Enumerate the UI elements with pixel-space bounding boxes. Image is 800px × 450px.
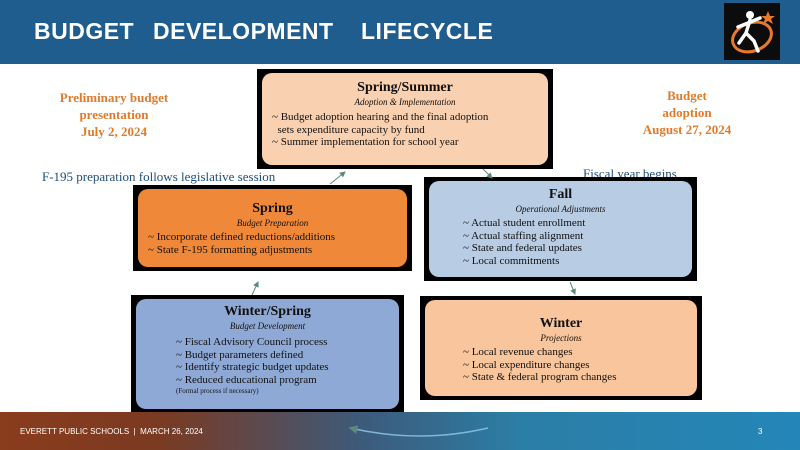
spring-summer-box: Spring/Summer Adoption & Implementation …: [262, 73, 548, 165]
footer-bar: [0, 412, 800, 450]
page-number: 3: [758, 427, 763, 436]
winter-subtitle: Projections: [540, 333, 582, 343]
preliminary-line-2: presentation: [79, 107, 149, 122]
title-word-budget: BUDGET: [34, 18, 135, 44]
spring-title: Spring: [252, 201, 293, 216]
preliminary-date: July 2, 2024: [80, 124, 148, 139]
list-item: ~ Actual student enrollment: [463, 217, 586, 229]
list-item: sets expenditure capacity by fund: [272, 123, 425, 136]
fall-title: Fall: [548, 187, 573, 202]
list-item: ~ Fiscal Advisory Council process: [176, 336, 328, 348]
spring-box: Spring Budget Preparation ~ Incorporate …: [138, 189, 407, 267]
list-item: ~ Budget parameters defined: [176, 348, 304, 361]
adoption-line-2: adoption: [662, 105, 712, 120]
list-item: ~ Local revenue changes: [463, 346, 573, 358]
list-item: ~ State & federal program changes: [463, 371, 617, 383]
spring-summer-title: Spring/Summer: [357, 80, 453, 95]
title-word-lifecycle: LIFECYCLE: [361, 18, 494, 44]
winter-spring-title: Winter/Spring: [224, 304, 311, 319]
spring-subtitle: Budget Preparation: [236, 218, 309, 228]
list-item: ~ State and federal updates: [463, 242, 582, 254]
header-bar: [0, 0, 800, 64]
winter-title: Winter: [539, 316, 583, 331]
spring-summer-subtitle: Adoption & Implementation: [354, 97, 456, 107]
winter-spring-subtitle: Budget Development: [229, 321, 306, 331]
title-word-development: DEVELOPMENT: [153, 18, 334, 44]
fall-subtitle: Operational Adjustments: [515, 204, 606, 214]
winter-spring-box: Winter/Spring Budget Development ~ Fisca…: [136, 299, 399, 409]
list-item: ~ Budget adoption hearing and the final …: [272, 111, 489, 123]
preliminary-line-1: Preliminary budget: [59, 90, 169, 105]
preliminary-note: Preliminary budget presentation July 2, …: [44, 89, 184, 140]
adoption-line-1: Budget: [667, 88, 707, 103]
arrow-winterspring-to-spring: [251, 281, 259, 296]
running-figure-logo-icon: [724, 3, 780, 60]
f195-note: F-195 preparation follows legislative se…: [42, 169, 276, 184]
adoption-note: Budget adoption August 27, 2024: [627, 87, 747, 138]
arrow-fall-to-winter: [569, 281, 576, 295]
arrow-summer-to-fall: [482, 168, 493, 179]
list-item: ~ Actual staffing alignment: [463, 229, 584, 242]
list-item: ~ Identify strategic budget updates: [176, 361, 329, 373]
winter-spring-footnote: (Formal process if necessary): [176, 387, 259, 395]
arrow-winter-to-winterspring: [348, 425, 489, 437]
list-item: ~ Incorporate defined reductions/additio…: [148, 231, 336, 243]
list-item: ~ Local expenditure changes: [463, 358, 590, 371]
adoption-date: August 27, 2024: [642, 122, 732, 137]
fall-box: Fall Operational Adjustments ~ Actual st…: [429, 181, 692, 277]
list-item: ~ Reduced educational program: [176, 373, 317, 386]
list-item: ~ Summer implementation for school year: [272, 136, 459, 148]
footer-text: EVERETT PUBLIC SCHOOLS | MARCH 26, 2024: [20, 427, 203, 436]
list-item: ~ Local commitments: [463, 254, 560, 267]
winter-box: Winter Projections ~ Local revenue chang…: [425, 300, 697, 396]
arrow-spring-to-summer: [329, 171, 346, 185]
list-item: ~ State F-195 formatting adjustments: [148, 243, 313, 256]
